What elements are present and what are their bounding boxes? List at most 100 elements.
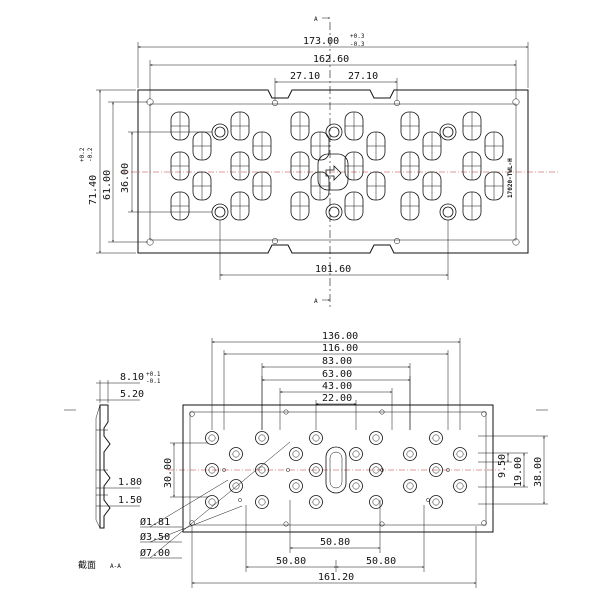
lens-pad: [310, 131, 330, 161]
lens-hole: [349, 479, 363, 493]
thickness-tol-lower: -0.1: [146, 378, 161, 385]
locating-pin: [380, 468, 384, 472]
bottom-dim-label: 136.00: [322, 331, 358, 342]
lens-hole: [369, 495, 383, 509]
lens-hole: [369, 431, 383, 445]
dim-150-value: 1.50: [118, 495, 142, 506]
bottom-dim-label: 43.00: [322, 381, 352, 392]
lens-pad: [230, 191, 250, 221]
lens-pad: [422, 131, 442, 161]
screw-boss: [211, 203, 229, 221]
lens-hole: [229, 447, 243, 461]
lens-pad: [170, 191, 190, 221]
locating-pin: [238, 498, 242, 502]
hole-pitch-width-value: 61.00: [102, 170, 113, 200]
lens-hole: [403, 479, 417, 493]
mounting-hole: [393, 99, 401, 107]
part-number-label: 17020-TWL-H: [507, 158, 514, 198]
dim-mid-value: 50.80: [320, 537, 350, 548]
section-caption: 截面: [78, 559, 96, 571]
lens-hole: [403, 447, 417, 461]
lens-hole: [205, 431, 219, 445]
overall-width-tol-upper: +0.2: [79, 147, 86, 162]
lens-hole: [255, 495, 269, 509]
lens-pad: [230, 151, 250, 181]
dim-bottom-pitch: 101.60: [219, 220, 449, 280]
lens-pad: [290, 111, 310, 141]
lens-pad: [252, 131, 272, 161]
bottom-dim-label: 22.00: [322, 393, 352, 404]
dim-bottom-sides: 50.80 50.80: [245, 505, 425, 572]
lens-pad: [400, 191, 420, 221]
lens-hole: [309, 495, 323, 509]
lens-hole: [309, 431, 323, 445]
lens-hole: [229, 479, 243, 493]
dim-38-value: 38.00: [533, 457, 544, 487]
dim-bottom-mid: 50.80: [289, 500, 381, 553]
lens-hole: [429, 431, 443, 445]
lens-holes: [205, 431, 467, 509]
mounting-hole: [481, 520, 487, 526]
thickness-value: 8.10: [120, 372, 144, 383]
bottom-outline: [182, 404, 494, 533]
pitch-right-value: 27.10: [348, 71, 378, 82]
dim-right-stack: 9.50 19.00 38.00: [478, 435, 548, 505]
lens-pad: [422, 171, 442, 201]
lens-pad: [290, 151, 310, 181]
dim-inner-width: 36.00: [120, 131, 212, 213]
lens-hole: [289, 447, 303, 461]
dim-180-value: 1.80: [118, 477, 142, 488]
lens-pad: [462, 151, 482, 181]
bottom-pitch-value: 101.60: [315, 264, 351, 275]
lens-pad: [462, 111, 482, 141]
dim-pitch-27: 27.10 27.10: [274, 71, 398, 100]
mounting-hole: [271, 99, 279, 107]
mounting-hole: [271, 237, 279, 245]
lens-pad: [366, 131, 386, 161]
dim-hole-pitch-length: 162.60: [149, 54, 517, 99]
mounting-hole: [512, 238, 520, 246]
step-value: 5.20: [120, 389, 144, 400]
lens-pad: [252, 171, 272, 201]
dia-700-value: Ø7.00: [140, 547, 170, 559]
bottom-dim-label: 116.00: [322, 343, 358, 354]
screw-boss: [325, 123, 343, 141]
mounting-hole: [189, 411, 195, 417]
dim-30-value: 30.00: [163, 458, 174, 488]
screw-boss: [439, 203, 457, 221]
section-marker-bottom: A: [314, 298, 318, 305]
lens-pad: [366, 171, 386, 201]
dim-total-value: 161.20: [318, 572, 354, 583]
overall-length-value: 173.00: [303, 36, 339, 47]
dim-19-value: 19.00: [513, 457, 524, 487]
lens-hole: [369, 463, 383, 477]
mounting-hole: [283, 409, 289, 415]
dim-right-value: 50.80: [366, 556, 396, 567]
dia-350-value: Ø3.50: [140, 531, 170, 543]
overall-length-tol-lower: -0.3: [350, 41, 365, 48]
lens-pad: [344, 191, 364, 221]
locating-pin: [286, 468, 290, 472]
arrow-icon: [325, 165, 342, 181]
hole-pitch-length-value: 162.60: [313, 54, 349, 65]
top-view: A A: [79, 16, 560, 308]
mounting-hole: [379, 409, 385, 415]
overall-width-tol-lower: -0.2: [87, 147, 94, 162]
section-profile: [99, 404, 111, 529]
mounting-hole: [379, 521, 385, 527]
locating-pin: [222, 468, 226, 472]
lens-outline: [137, 89, 529, 254]
lens-pad: [170, 111, 190, 141]
lens-pad: [484, 131, 504, 161]
overall-length-tol-upper: +0.3: [350, 33, 365, 40]
center-slot: [325, 446, 347, 494]
lens-hole: [429, 495, 443, 509]
lens-hole: [429, 463, 443, 477]
lens-hole: [205, 463, 219, 477]
lens-hole: [309, 463, 323, 477]
section-view: 8.10 +0.1 -0.1 5.20 1.80 1.50 Ø1.81 Ø3.5…: [64, 371, 291, 571]
lens-hole: [453, 479, 467, 493]
